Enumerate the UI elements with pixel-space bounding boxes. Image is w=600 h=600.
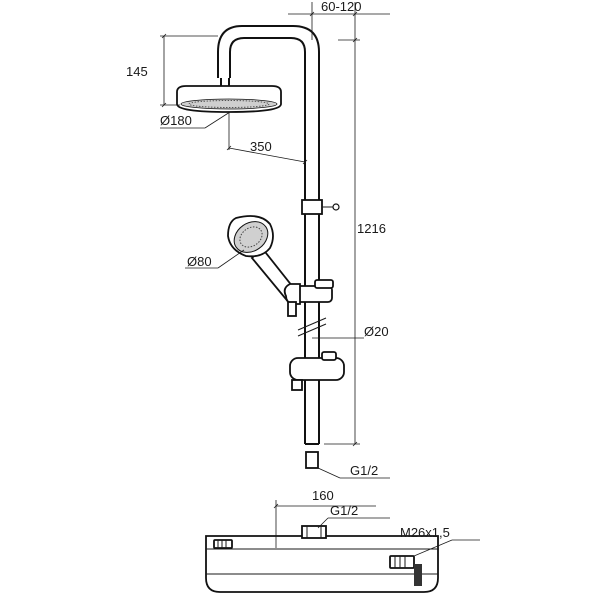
riser-and-arm: [217, 25, 320, 200]
head-shower: [176, 85, 282, 113]
rail-diameter-label: Ø20: [364, 324, 389, 339]
rail-inlet-thread-label: G1/2: [350, 463, 378, 478]
arm-offset-label: 60-120: [321, 0, 361, 14]
handshower-diameter-label: Ø80: [187, 254, 212, 269]
dimension-lines: [160, 2, 480, 557]
thermostatic-valve: [205, 525, 439, 593]
valve-connection-label: M26x1,5: [400, 525, 450, 540]
valve-outlet-thread-label: G1/2: [330, 503, 358, 518]
dimension-labels: 60-120 145 Ø180 350 1216 Ø80 Ø20 G1/2 16…: [126, 0, 450, 540]
rail-length-label: 1216: [357, 221, 386, 236]
head-height-label: 145: [126, 64, 148, 79]
head-diameter-label: Ø180: [160, 113, 192, 128]
valve-width-label: 160: [312, 488, 334, 503]
upper-wall-bracket: [301, 199, 340, 215]
slide-rail: [297, 214, 327, 469]
arm-reach-label: 350: [250, 139, 272, 154]
shower-holder: [283, 279, 334, 317]
lower-slider: [289, 351, 345, 391]
